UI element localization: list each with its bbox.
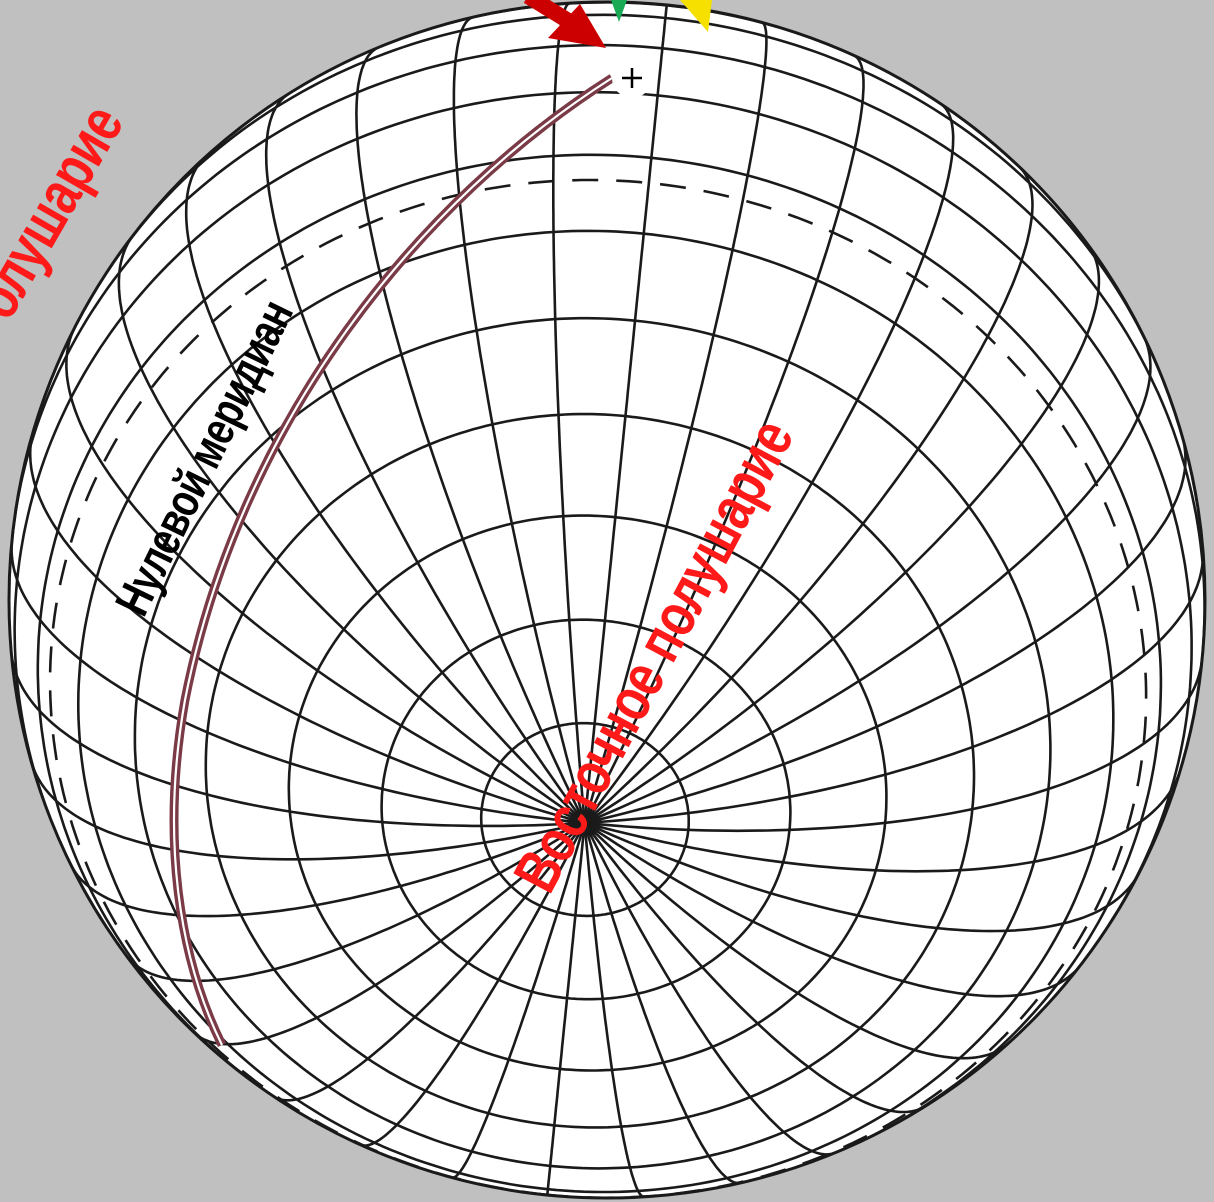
north-pole-cross-icon	[612, 58, 652, 98]
